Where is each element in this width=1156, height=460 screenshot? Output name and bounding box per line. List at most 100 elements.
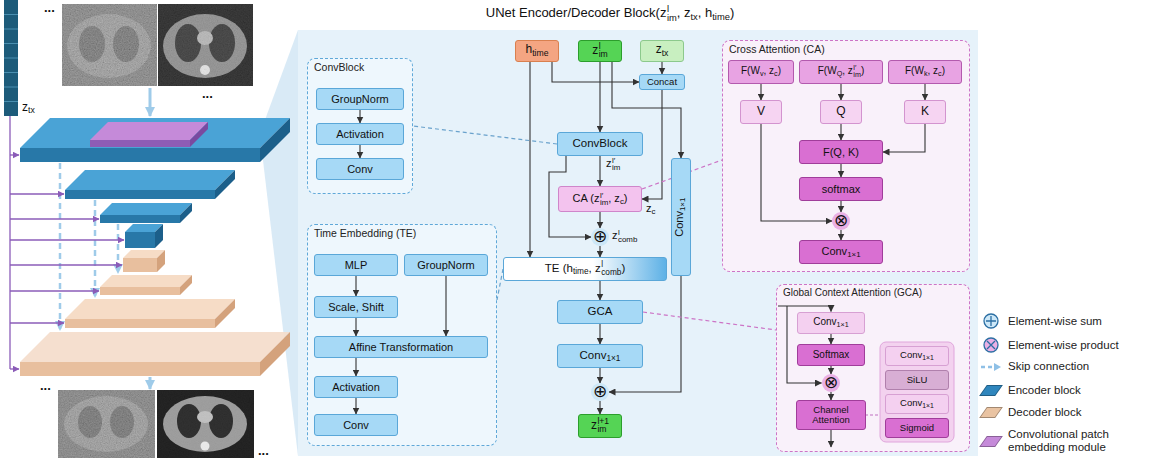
legend-item: Element-wise product (980, 336, 1152, 354)
math-part: ConvBlock (573, 137, 628, 149)
skip-connection (60, 163, 118, 330)
gca-inner-arrows (778, 306, 831, 312)
skip-connection (59, 163, 62, 330)
leader-line (643, 312, 776, 330)
box-text: Activation (332, 381, 380, 394)
encoder-block (20, 118, 290, 148)
math-part: ⊗ (824, 372, 838, 392)
ztx-vector (4, 15, 18, 102)
math-part: time (712, 12, 730, 22)
math-part: ... (202, 86, 213, 101)
math-part: Conv (821, 245, 847, 257)
box-text: F(WQ, ziml′) (818, 65, 864, 78)
group-fill (722, 40, 970, 272)
flow-arrow (359, 145, 360, 158)
box-text: ⊕ (593, 382, 607, 402)
product-symbol (982, 336, 1000, 354)
box-text: F(Q, K) (823, 146, 859, 159)
box-text: Conv1×1 (813, 316, 849, 329)
math-part: , z (842, 65, 853, 76)
math-part: ⊕ (593, 381, 607, 401)
ellipsis-mark: ... (202, 86, 213, 101)
box-text: GCA (588, 305, 613, 318)
skip-symbol (981, 365, 995, 368)
flow-arrow (642, 90, 662, 199)
legend-text: Convolutional patch embedding module (1008, 428, 1148, 454)
text-condition-arrow (10, 116, 124, 369)
module-group: ConvBlockGroupNormActivationConv (307, 58, 413, 194)
process-box: Conv1×1 (671, 158, 691, 276)
legend-symbol (980, 312, 1002, 330)
decoder-block (100, 275, 192, 287)
math-part: ... (44, 0, 55, 15)
process-box: GroupNorm (404, 254, 488, 276)
math-part: , z (763, 65, 774, 76)
process-box: Channel Attention (796, 400, 866, 430)
group-fill (880, 342, 954, 442)
flow-arrow (552, 62, 639, 82)
legend-item: Encoder block (980, 384, 1152, 397)
math-part: l′ (853, 65, 856, 71)
process-box: F(WQ, ziml′) (799, 60, 883, 84)
process-box: Affine Transformation (314, 336, 488, 358)
process-box: SiLU (885, 370, 949, 390)
math-part: im (612, 164, 620, 171)
math-part: softmax (822, 183, 861, 195)
process-box: Q (820, 100, 862, 124)
math-part: K (921, 104, 929, 118)
title-text: UNet Encoder/Decoder Block (486, 5, 656, 20)
legend-text: Skip connection (1008, 360, 1089, 373)
operator-circle: ⊗ (822, 374, 840, 392)
math-part: im (599, 51, 608, 59)
math-part: F(W (741, 65, 760, 76)
math-part: Conv (900, 397, 922, 408)
math-part: CA (z (573, 192, 600, 204)
script-stack: combl (618, 229, 637, 243)
math-part: comb (601, 269, 621, 276)
flow-arrow (661, 62, 662, 74)
sum-symbol (982, 312, 1000, 330)
process-box: V (740, 100, 782, 124)
legend-symbol (980, 361, 1002, 373)
math-part: Conv (580, 349, 607, 361)
math-part: z (612, 229, 618, 241)
math-part: F(W (905, 65, 924, 76)
ct-image (157, 390, 254, 458)
box-text: ConvBlock (573, 137, 628, 150)
zoom-wedge (262, 30, 298, 456)
patch-embedding-module (90, 122, 208, 140)
math-part: ConvBlock (314, 61, 364, 73)
ct-image (157, 390, 254, 458)
legend-sample (980, 436, 1002, 447)
math-part: , z (589, 262, 601, 274)
text-condition-arrow (10, 218, 99, 219)
math-part: ) (942, 65, 945, 76)
math-part: GroupNorm (331, 93, 388, 105)
math-part: SiLU (907, 374, 928, 385)
decoder-block (20, 332, 290, 362)
sum-symbol (984, 314, 998, 328)
encoder-block (260, 118, 290, 162)
module-group: Cross Attention (CA)F(Wv, zc)F(WQ, ziml′… (722, 40, 970, 272)
math-part: TE (h (545, 262, 573, 274)
detail-panel (298, 30, 978, 456)
math-part: 1×1 (837, 320, 849, 329)
math-part: v (760, 69, 764, 78)
patch-embedding-module (90, 140, 190, 147)
math-label: zc (646, 202, 655, 216)
box-text: F(Wv, zc) (741, 65, 781, 78)
box-text: ziml (592, 43, 608, 59)
math-part: im (600, 199, 608, 206)
script-stack: iml (667, 5, 677, 22)
math-part: Affine Transformation (349, 341, 453, 353)
math-part: Time Embedding (TE) (314, 227, 416, 239)
encoder-block (180, 203, 192, 223)
math-part: tx (662, 48, 669, 58)
box-text: F(Wk, zc) (905, 65, 945, 78)
text-condition-arrow (10, 239, 124, 240)
encoder-block (155, 224, 163, 248)
process-box: htime (515, 40, 559, 62)
math-part: Conv (900, 349, 922, 360)
box-text: Conv1×1 (580, 349, 621, 364)
